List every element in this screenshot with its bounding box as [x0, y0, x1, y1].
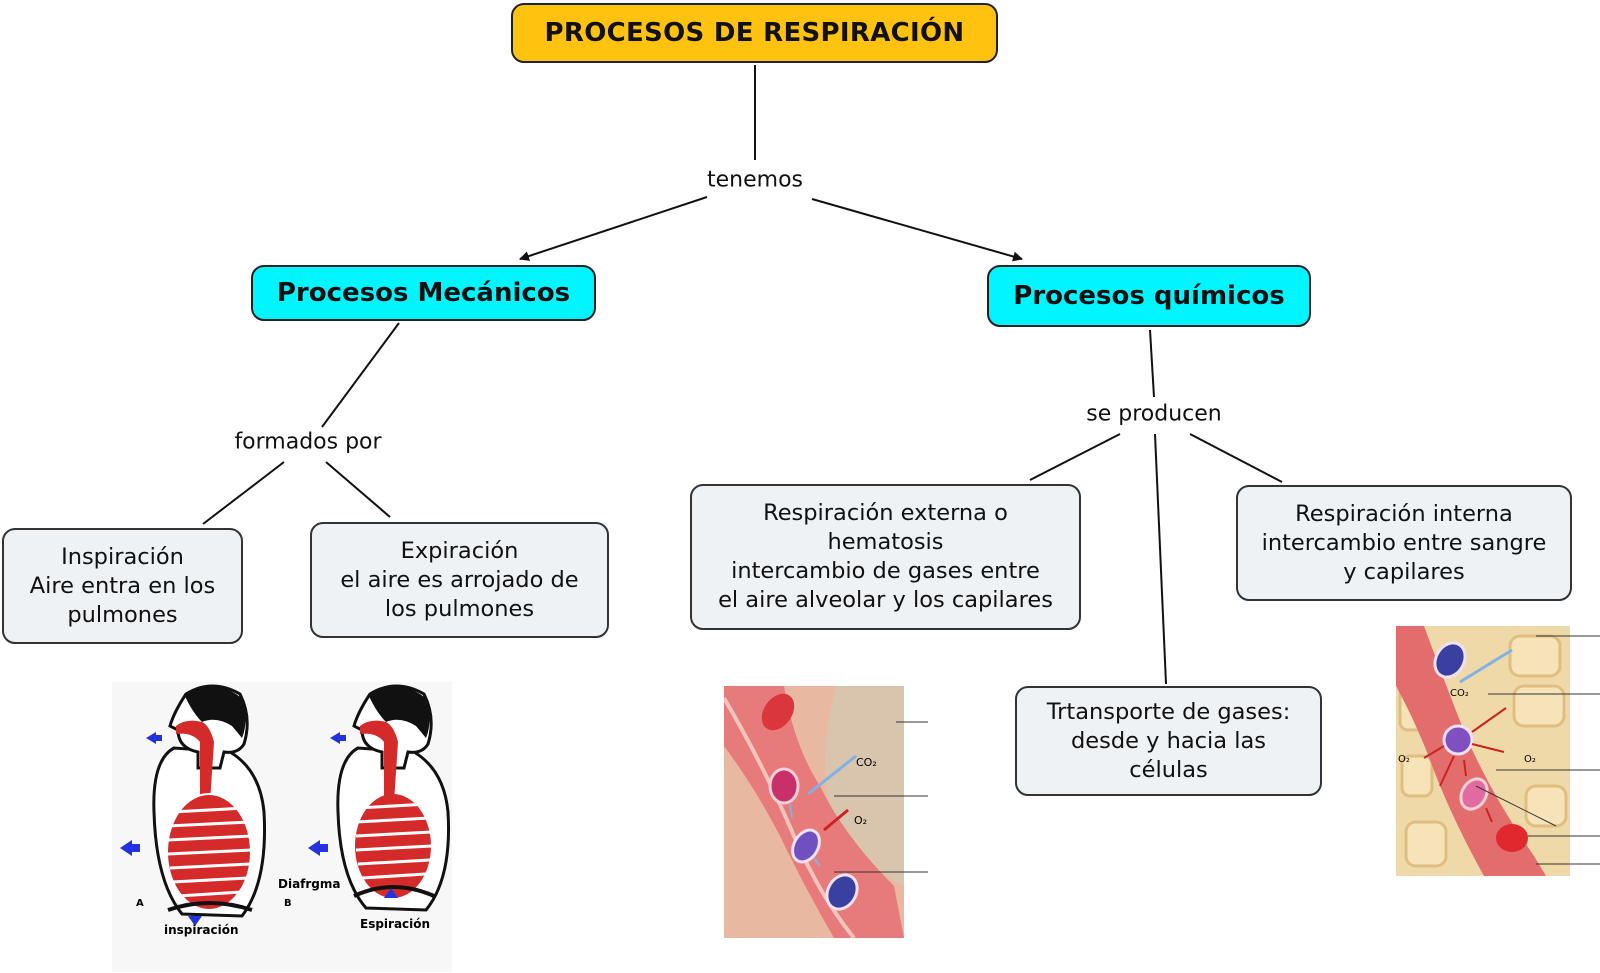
letter-b-label: B: [284, 898, 292, 909]
title-text: PROCESOS DE RESPIRACIÓN: [544, 18, 965, 48]
letter-a-label: A: [136, 898, 144, 909]
line-quimicos-seproducen: [1149, 329, 1155, 398]
line-to-transporte: [1154, 433, 1167, 685]
arrow-to-quimicos: [811, 198, 1023, 262]
node-respiracion-externa-text: Respiración externa o hematosis intercam…: [718, 500, 1053, 613]
line-formados-expiracion: [325, 461, 391, 518]
line-to-interna: [1189, 433, 1283, 483]
node-inspiracion[interactable]: Inspiración Aire entra en los pulmones: [2, 528, 243, 644]
node-expiracion-text: Expiración el aire es arrojado de los pu…: [340, 537, 579, 622]
expiration-label: Espiración: [360, 917, 430, 931]
inspiration-label: inspiración: [164, 923, 239, 937]
node-procesos-mecanicos-label: Procesos Mecánicos: [276, 278, 571, 308]
tissue-illustration: CO₂ O₂ O₂: [1396, 626, 1600, 876]
alveolar-co2-label: CO₂: [856, 756, 877, 769]
tissue-co2-label: CO₂: [1450, 688, 1469, 699]
alveolar-o2-label: O₂: [854, 814, 867, 827]
line-to-externa: [1029, 433, 1121, 481]
node-inspiracion-text: Inspiración Aire entra en los pulmones: [29, 543, 216, 628]
figure-inspiration: A inspiración: [120, 684, 266, 937]
node-transporte-gases[interactable]: Trtansporte de gases: desde y hacia las …: [1015, 686, 1322, 796]
link-label-tenemos: tenemos: [703, 167, 807, 193]
node-respiracion-externa[interactable]: Respiración externa o hematosis intercam…: [690, 484, 1081, 630]
line-formados-inspiracion: [202, 461, 285, 525]
link-label-formados-por: formados por: [230, 429, 386, 455]
figure-expiration: B Espiración: [284, 684, 450, 931]
node-respiracion-interna-text: Respiración interna intercambio entre sa…: [1261, 500, 1547, 585]
link-label-se-producen: se producen: [1082, 401, 1226, 427]
node-respiracion-interna[interactable]: Respiración interna intercambio entre sa…: [1236, 485, 1572, 601]
alveolar-illustration: CO₂ O₂: [724, 686, 928, 938]
line-mecanicos-formados: [321, 322, 400, 428]
breathing-illustration: A inspiración B Espiración: [112, 682, 452, 972]
node-procesos-mecanicos[interactable]: Procesos Mecánicos: [251, 265, 596, 321]
node-procesos-quimicos-label: Procesos químicos: [1013, 281, 1285, 311]
tissue-o2-right-label: O₂: [1524, 754, 1536, 765]
tissue-o2-left-label: O₂: [1398, 754, 1410, 765]
node-expiracion[interactable]: Expiración el aire es arrojado de los pu…: [310, 522, 609, 638]
arrow-to-mecanicos: [519, 196, 708, 261]
title-node[interactable]: PROCESOS DE RESPIRACIÓN: [511, 3, 998, 63]
node-transporte-gases-text: Trtansporte de gases: desde y hacia las …: [1046, 698, 1291, 783]
node-procesos-quimicos[interactable]: Procesos químicos: [987, 265, 1311, 327]
diaphragm-label: Diafrgma: [278, 877, 341, 891]
